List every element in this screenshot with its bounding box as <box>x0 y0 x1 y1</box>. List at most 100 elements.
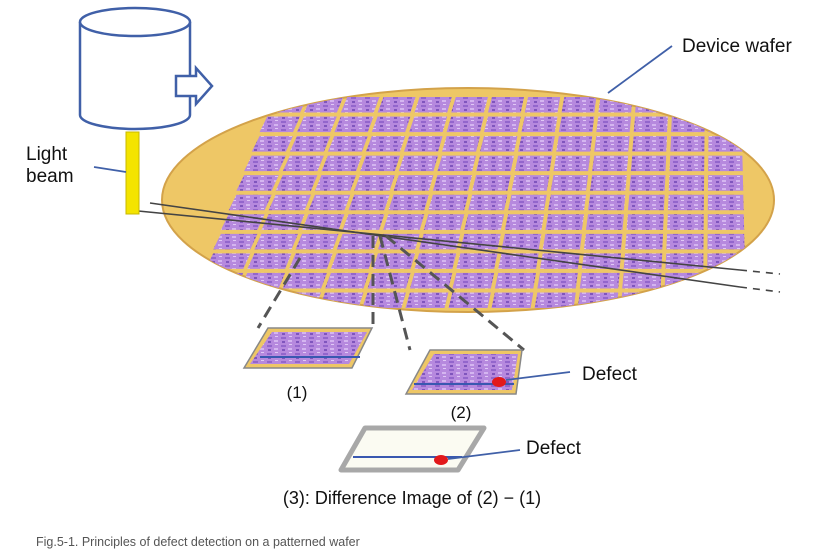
die <box>377 97 416 113</box>
die <box>321 155 362 172</box>
leader-lines <box>93 45 673 460</box>
die <box>336 233 380 250</box>
die <box>558 116 595 133</box>
die <box>472 175 511 191</box>
die <box>484 116 521 133</box>
die <box>626 214 664 230</box>
die <box>708 97 742 113</box>
die <box>707 272 746 289</box>
die <box>371 116 411 133</box>
die <box>228 194 272 211</box>
die <box>663 292 704 308</box>
die <box>550 175 589 191</box>
die <box>282 272 327 289</box>
die <box>240 272 286 289</box>
image-2-tile <box>404 349 523 395</box>
die <box>254 233 299 250</box>
die <box>545 214 585 230</box>
die <box>289 136 331 152</box>
die <box>362 292 406 308</box>
die <box>295 233 339 250</box>
die <box>460 233 501 250</box>
die <box>348 194 390 211</box>
scan-lines <box>127 202 781 293</box>
die <box>268 194 311 211</box>
die <box>487 97 525 113</box>
die <box>383 214 425 230</box>
die <box>707 214 745 230</box>
die <box>388 194 429 211</box>
die <box>259 116 301 133</box>
die <box>491 292 534 308</box>
image-1-tile <box>242 327 374 369</box>
die <box>403 136 443 152</box>
image-2-label: (2) <box>451 403 472 422</box>
die <box>205 253 251 269</box>
die <box>548 194 587 211</box>
scan-direction-arrow-icon <box>174 64 214 108</box>
die <box>319 292 364 308</box>
die <box>670 136 705 152</box>
die <box>627 194 665 211</box>
defect-label: Defect <box>582 364 638 385</box>
die <box>233 292 279 308</box>
die <box>592 155 629 172</box>
die <box>511 175 550 191</box>
die <box>585 214 624 230</box>
die <box>251 136 293 152</box>
die <box>534 292 576 308</box>
die <box>414 97 452 113</box>
die <box>514 155 553 172</box>
optical-head <box>78 6 214 131</box>
die <box>405 292 449 308</box>
die <box>247 253 292 269</box>
die <box>276 292 322 308</box>
die <box>669 155 705 172</box>
zoom-guides <box>256 234 525 352</box>
die <box>428 194 469 211</box>
die <box>707 233 745 250</box>
defect-marker <box>434 455 448 465</box>
die <box>707 175 744 191</box>
die <box>666 233 704 250</box>
die <box>365 136 406 152</box>
die <box>588 194 626 211</box>
die <box>501 233 542 250</box>
die <box>594 136 630 152</box>
die <box>432 175 473 191</box>
die <box>304 97 344 113</box>
die <box>561 97 597 113</box>
die <box>708 116 742 133</box>
die <box>372 253 416 269</box>
die <box>354 175 395 191</box>
die <box>632 136 668 152</box>
die <box>633 116 668 133</box>
die <box>590 175 627 191</box>
die <box>327 136 368 152</box>
die <box>556 136 593 152</box>
die <box>464 214 505 230</box>
die <box>409 272 453 289</box>
die <box>504 214 545 230</box>
die <box>446 116 484 133</box>
die <box>334 116 374 133</box>
die <box>451 97 488 113</box>
die <box>308 194 351 211</box>
die <box>667 214 704 230</box>
die <box>494 272 536 289</box>
die <box>244 155 286 172</box>
die <box>190 292 237 308</box>
die <box>476 155 515 172</box>
figure-caption: Fig.5-1. Principles of defect detection … <box>36 535 360 549</box>
die <box>342 214 385 230</box>
die <box>452 272 495 289</box>
defect-marker <box>492 377 506 387</box>
die <box>625 233 664 250</box>
die <box>629 175 666 191</box>
image-1-label: (1) <box>287 383 308 402</box>
light-beam-label-line1: Light <box>26 144 68 165</box>
light-beam-label-line2: beam <box>26 166 74 187</box>
die <box>524 97 561 113</box>
die <box>423 214 465 230</box>
